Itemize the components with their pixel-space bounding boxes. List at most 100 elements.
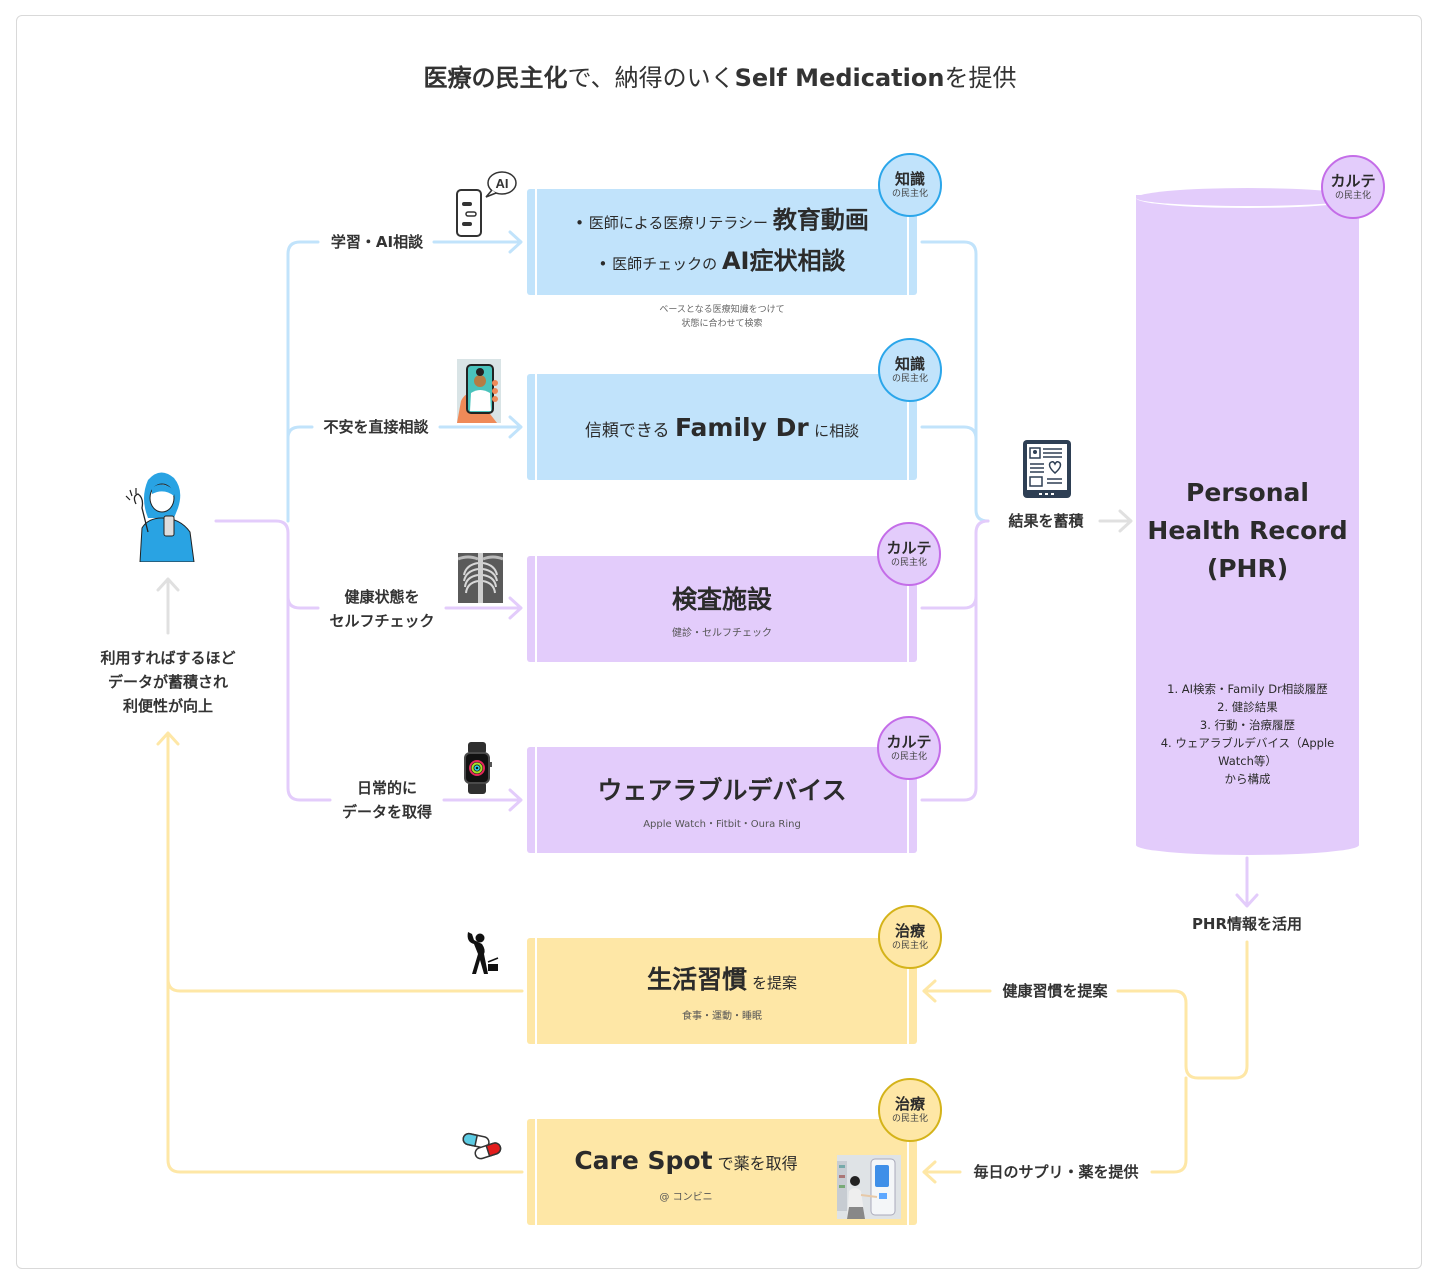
title-normal-1: で、納得のいく xyxy=(567,64,735,92)
education-bullet-2: • 医師チェックの AI症状相談 xyxy=(598,247,846,275)
arrowhead-exam xyxy=(508,596,523,620)
education-note-line-1: ベースとなる医療知識をつけて xyxy=(659,305,785,315)
svg-text:AI: AI xyxy=(496,176,509,191)
branch-label-wear: 日常的に データを取得 xyxy=(332,776,442,824)
care-spot-box[interactable]: Care Spot で薬を取得 @ コンビニ xyxy=(527,1119,917,1225)
lifestyle-title: 生活習慣 を提案 xyxy=(647,960,797,1003)
family-dr-prefix: 信頼できる xyxy=(584,420,670,441)
badge-karte-1: カルテ の民主化 xyxy=(877,522,941,586)
tablet-medical-record-icon xyxy=(1022,439,1072,499)
badge-knowledge-1: 知識 の民主化 xyxy=(878,153,942,217)
care-spot-kiosk-photo xyxy=(837,1155,901,1219)
user-caption-line-1: 利用すればするほど xyxy=(100,649,236,667)
connector-carespot-to-user xyxy=(166,733,524,1174)
phr-title: Personal Health Record (PHR) xyxy=(1136,474,1359,588)
phr-title-line-3: (PHR) xyxy=(1206,554,1289,583)
arrowhead-to-user-yellow xyxy=(156,731,180,746)
diagram-title: 医療の民主化で、納得のいくSelf Medicationを提供 xyxy=(0,58,1440,93)
care-spot-bold: Care Spot xyxy=(574,1146,713,1175)
connector-ai-box-out xyxy=(920,240,990,523)
connector-lifestyle-to-user xyxy=(166,977,524,993)
badge-main: カルテ xyxy=(886,538,932,557)
education-note-line-2: 状態に合わせて検索 xyxy=(681,319,763,329)
education-box[interactable]: • 医師による医療リテラシー 教育動画 • 医師チェックの AI症状相談 xyxy=(527,189,917,295)
phr-cylinder-bottom xyxy=(1136,835,1359,855)
badge-main: 知識 xyxy=(894,169,925,188)
branch-label-ai-text: 学習・AI相談 xyxy=(330,233,424,251)
woman-with-smartphone-icon xyxy=(118,468,200,563)
smartphone-ai-chat-icon: AI xyxy=(454,170,518,240)
branch-label-wear-line-2: データを取得 xyxy=(341,803,432,821)
exam-subtitle: 健診・セルフチェック xyxy=(672,627,772,639)
badge-karte-2: カルテ の民主化 xyxy=(877,716,941,780)
connector-dr-box-out xyxy=(920,425,978,441)
arrowhead-meds xyxy=(922,1160,937,1184)
phr-title-line-2: Health Record xyxy=(1147,516,1348,545)
branch-label-dr: 不安を直接相談 xyxy=(314,415,438,439)
arrowhead-phr-down xyxy=(1235,893,1259,908)
family-dr-box[interactable]: 信頼できる Family Dr に相談 xyxy=(527,374,917,480)
badge-sub: の民主化 xyxy=(1334,190,1371,201)
badge-treatment-2: 治療 の民主化 xyxy=(878,1078,942,1142)
lifestyle-box[interactable]: 生活習慣 を提案 食事・運動・睡眠 xyxy=(527,938,917,1044)
education-note: ベースとなる医療知識をつけて 状態に合わせて検索 xyxy=(527,303,917,331)
branch-label-dr-text: 不安を直接相談 xyxy=(323,418,429,436)
badge-sub: の民主化 xyxy=(891,1113,928,1124)
user-caption-line-3: 利便性が向上 xyxy=(122,697,213,715)
phr-list-item: 2. 健診結果 xyxy=(1217,700,1278,714)
phr-use-label: PHR情報を活用 xyxy=(1184,912,1310,936)
phr-cylinder-top xyxy=(1136,188,1359,208)
badge-sub: の民主化 xyxy=(891,373,928,384)
branch-label-exam-line-1: 健康状態を xyxy=(344,588,420,606)
title-bold-2: Self Medication xyxy=(734,64,945,92)
education-bullet-1: • 医師による医療リテラシー 教育動画 xyxy=(575,206,869,234)
lifestyle-bold: 生活習慣 xyxy=(646,965,747,994)
care-spot-title: Care Spot で薬を取得 xyxy=(574,1141,797,1184)
arrowhead-dr xyxy=(508,415,523,439)
xray-icon xyxy=(457,553,504,603)
badge-treatment-1: 治療 の民主化 xyxy=(878,905,942,969)
badge-sub: の民主化 xyxy=(890,557,927,568)
branch-label-wear-line-1: 日常的に xyxy=(356,779,417,797)
provide-meds-label: 毎日のサプリ・薬を提供 xyxy=(964,1160,1148,1184)
title-bold-1: 医療の民主化 xyxy=(423,64,568,92)
accumulate-label: 結果を蓄積 xyxy=(998,509,1094,533)
education-bullet-2-bold: AI症状相談 xyxy=(721,247,846,275)
diagram-frame xyxy=(16,15,1422,1269)
badge-main: カルテ xyxy=(886,732,932,751)
phr-list-item: 1. AI検索・Family Dr相談履歴 xyxy=(1167,682,1328,696)
doctor-video-call-icon xyxy=(457,359,501,423)
badge-main: 治療 xyxy=(894,1094,925,1113)
badge-knowledge-2: 知識 の民主化 xyxy=(878,338,942,402)
user-caption: 利用すればするほど データが蓄積され 利便性が向上 xyxy=(88,646,248,718)
exam-facility-box[interactable]: 検査施設 健診・セルフチェック xyxy=(527,556,917,662)
badge-karte-phr: カルテ の民主化 xyxy=(1321,155,1385,219)
stretching-person-icon xyxy=(462,928,500,976)
user-caption-line-2: データが蓄積され xyxy=(107,673,228,691)
connector-user-to-exam xyxy=(286,595,320,610)
education-bullet-1-bold: 教育動画 xyxy=(772,206,869,234)
lifestyle-suffix: を提案 xyxy=(752,974,798,992)
wearable-subtitle: Apple Watch・Fitbit・Oura Ring xyxy=(643,818,801,830)
arrowhead-to-phr xyxy=(1118,509,1133,533)
education-bullet-1-text: 医師による医療リテラシー xyxy=(588,214,769,232)
badge-main: 知識 xyxy=(894,354,925,373)
lifestyle-subtitle: 食事・運動・睡眠 xyxy=(682,1011,762,1022)
title-normal-2: を提供 xyxy=(944,64,1017,92)
education-bullet-2-text: 医師チェックの xyxy=(612,255,718,273)
phr-list-item: から構成 xyxy=(1224,772,1271,786)
badge-sub: の民主化 xyxy=(890,751,927,762)
badge-main: 治療 xyxy=(894,921,925,940)
branch-label-exam-line-2: セルフチェック xyxy=(329,612,435,630)
connector-phr-use-down xyxy=(1116,940,1249,1080)
care-spot-subtitle: @ コンビニ xyxy=(659,1192,713,1203)
arrowhead-wear xyxy=(508,788,523,812)
phr-cylinder[interactable] xyxy=(1136,195,1359,845)
phr-list-item: Watch等） xyxy=(1218,754,1277,768)
branch-label-exam: 健康状態を セルフチェック xyxy=(320,585,444,633)
branch-label-ai: 学習・AI相談 xyxy=(322,230,432,254)
phr-component-list: 1. AI検索・Family Dr相談履歴 2. 健診結果 3. 行動・治療履歴… xyxy=(1146,680,1349,788)
arrowhead-ai xyxy=(508,230,523,254)
wearable-device-box[interactable]: ウェアラブルデバイス Apple Watch・Fitbit・Oura Ring xyxy=(527,747,917,853)
family-dr-suffix: に相談 xyxy=(814,421,860,440)
